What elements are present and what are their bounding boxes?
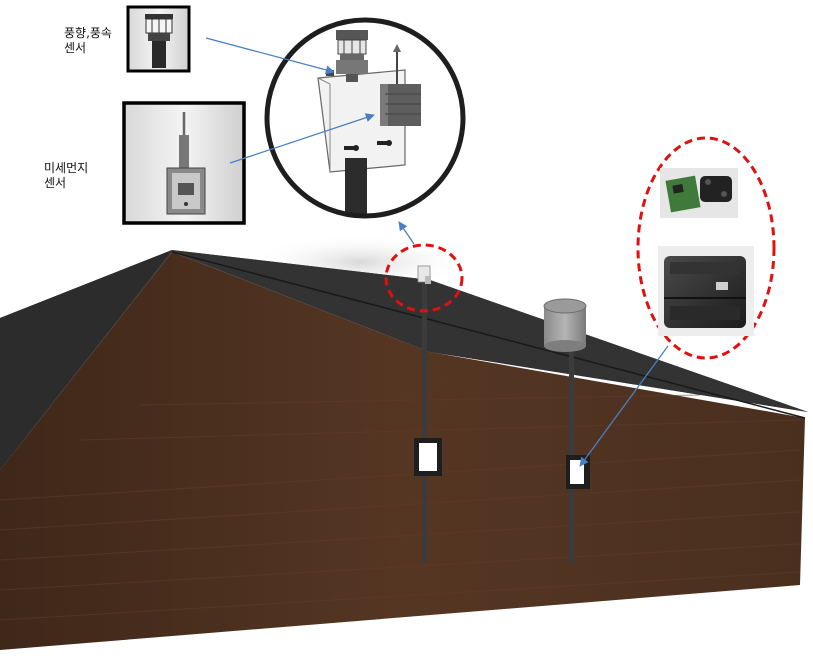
dust-sensor-label-line2: 센서	[44, 176, 67, 190]
anemometer-zoom	[326, 30, 368, 82]
wind-sensor-label-line1: 풍향,풍속	[64, 26, 112, 40]
left-enclosure	[414, 438, 442, 476]
rain-gauge	[543, 298, 587, 352]
highlight-left-sensors	[384, 243, 464, 313]
arrow-zoom	[398, 221, 415, 245]
callout-arrows	[205, 37, 669, 467]
left-pole	[422, 278, 427, 562]
dust-sensor-label-line1: 미세먼지	[44, 161, 89, 175]
plate-bolts	[344, 140, 392, 151]
dust-sensor-label: 미세먼지 센서	[44, 161, 88, 191]
arrow-logger	[579, 345, 669, 467]
left-sensor-small	[425, 276, 431, 284]
wind-sensor-label-line2: 센서	[64, 41, 87, 55]
wind-sensor-label: 풍향,풍속 센서	[64, 26, 112, 56]
right-enclosure	[566, 455, 590, 489]
dust-sensor-zoom	[380, 44, 421, 126]
right-pole	[569, 335, 574, 563]
left-mast	[414, 265, 442, 562]
roof-front	[0, 250, 172, 470]
logger-case-photo	[658, 246, 754, 336]
magnified-view	[264, 17, 466, 219]
arrow-wind-sensor	[205, 37, 335, 75]
right-mast	[543, 298, 590, 563]
roof-edge	[171, 251, 806, 419]
logger-boards-photo	[660, 168, 738, 218]
building-wall	[0, 252, 805, 650]
wind-sensor-photo	[126, 5, 191, 73]
wall-siding	[0, 394, 801, 621]
highlight-logger	[636, 136, 776, 360]
arrow-dust-sensor	[229, 113, 375, 164]
dust-sensor-photo	[122, 101, 246, 225]
